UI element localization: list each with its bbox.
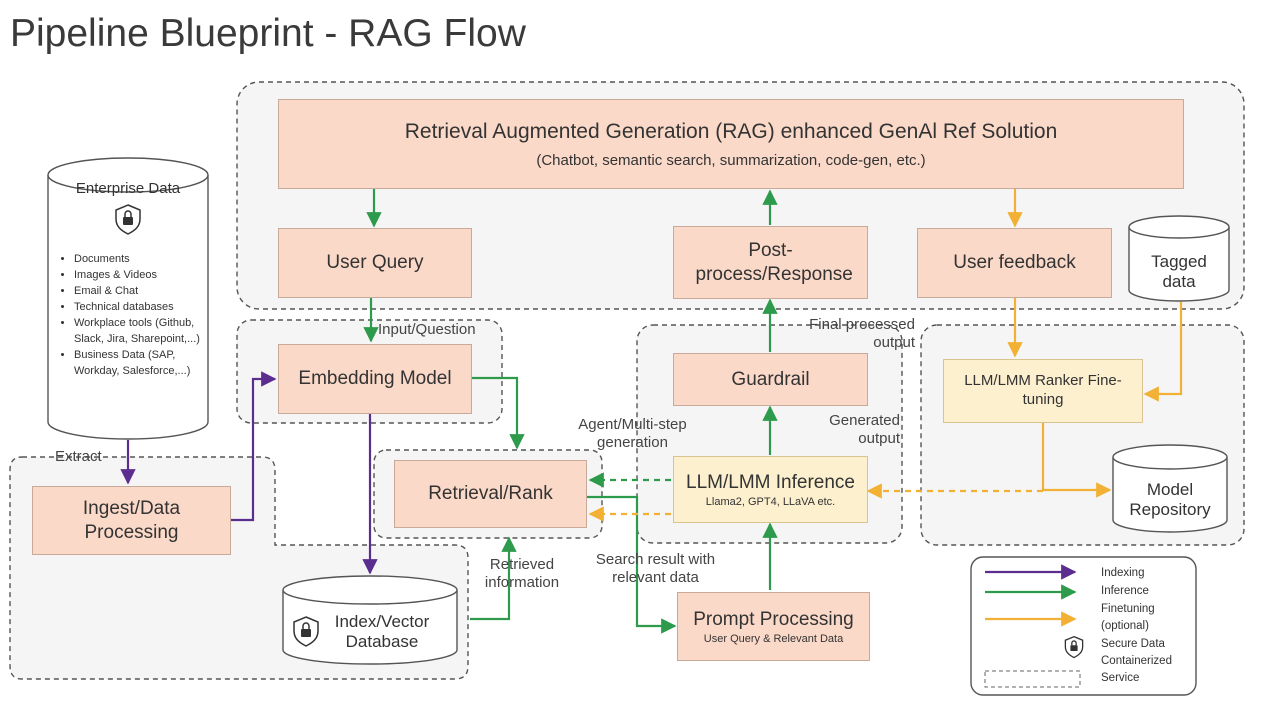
embedding-model-label: Embedding Model — [298, 368, 452, 390]
vector-db-label: Index/Vector Database — [334, 612, 430, 652]
model-repository-cylinder — [1112, 444, 1228, 533]
model-repository-label: Model Repository — [1129, 480, 1211, 520]
llm-inference-sub: Llama2, GPT4, LLaVA etc. — [705, 496, 836, 509]
label-input-question: Input/Question — [378, 321, 476, 338]
tagged-data-cylinder — [1128, 215, 1230, 302]
rag-solution-box: Retrieval Augmented Generation (RAG) enh… — [278, 99, 1184, 189]
arrow-db-to-retrieval — [470, 536, 517, 621]
post-process-label: Post-process/Response — [695, 239, 853, 285]
prompt-processing-sub: User Query & Relevant Data — [703, 633, 844, 646]
tagged-data-label: Tagged data — [1151, 252, 1207, 292]
label-search-result: Search result with relevant data — [595, 551, 716, 586]
shield-icon — [293, 616, 319, 647]
ingest-label: Ingest/Data Processing — [82, 497, 181, 543]
list-item: Email & Chat — [74, 284, 214, 300]
enterprise-data-cylinder — [47, 157, 209, 440]
vector-db-cylinder — [282, 575, 458, 665]
user-query-box: User Query — [278, 228, 472, 298]
llm-inference-label: LLM/LMM Inference — [686, 471, 855, 493]
page-title: Pipeline Blueprint - RAG Flow — [10, 12, 526, 55]
shield-icon — [1064, 635, 1084, 659]
legend-finetuning: Finetuning (optional) — [1101, 603, 1155, 633]
legend-containerized: Containerized Service — [1101, 655, 1172, 685]
rag-subtitle: (Chatbot, semantic search, summarization… — [536, 151, 926, 169]
enterprise-list: Documents Images & Videos Email & Chat T… — [60, 252, 214, 380]
retrieval-rank-box: Retrieval/Rank — [394, 460, 587, 528]
rag-title: Retrieval Augmented Generation (RAG) enh… — [404, 120, 1058, 144]
arrow-tagged-to-ranker — [1143, 302, 1183, 402]
guardrail-box: Guardrail — [673, 353, 868, 406]
user-feedback-box: User feedback — [917, 228, 1112, 298]
list-item: Workplace tools (Github, Slack, Jira, Sh… — [74, 316, 214, 348]
arrow-embedding-to-retrieval — [472, 376, 525, 450]
retrieval-rank-label: Retrieval/Rank — [428, 483, 553, 505]
prompt-processing-label: Prompt Processing — [693, 608, 854, 630]
user-query-label: User Query — [326, 252, 424, 274]
list-item: Documents — [74, 252, 214, 268]
legend-inference: Inference — [1101, 585, 1149, 597]
prompt-processing-box: Prompt Processing User Query & Relevant … — [677, 592, 870, 661]
post-process-box: Post-process/Response — [673, 226, 868, 299]
ranker-finetuning-label: LLM/LMM Ranker Fine-tuning — [964, 372, 1122, 408]
enterprise-title: Enterprise Data — [75, 180, 181, 197]
embedding-model-box: Embedding Model — [278, 344, 472, 414]
user-feedback-label: User feedback — [953, 252, 1076, 274]
label-final-processed: Final processed output — [809, 316, 915, 351]
list-item: Business Data (SAP, Workday, Salesforce,… — [74, 348, 214, 380]
label-extract: Extract — [55, 448, 102, 465]
ingest-box: Ingest/Data Processing — [32, 486, 231, 555]
label-retrieved-information: Retrieved information — [484, 556, 560, 591]
llm-inference-box: LLM/LMM Inference Llama2, GPT4, LLaVA et… — [673, 456, 868, 523]
label-generated-output: Generated output — [829, 412, 900, 447]
list-item: Images & Videos — [74, 268, 214, 284]
arrow-retrieval-to-prompt — [587, 495, 677, 634]
shield-icon — [115, 204, 141, 235]
legend-indexing: Indexing — [1101, 567, 1145, 579]
legend-container-swatch — [984, 670, 1081, 688]
legend-secure-data: Secure Data — [1101, 638, 1165, 650]
ranker-finetuning-box: LLM/LMM Ranker Fine-tuning — [943, 359, 1143, 423]
label-agent-multistep: Agent/Multi-step generation — [578, 416, 687, 451]
arrow-ingest-to-embedding — [231, 371, 277, 522]
list-item: Technical databases — [74, 300, 214, 316]
guardrail-label: Guardrail — [731, 368, 810, 390]
